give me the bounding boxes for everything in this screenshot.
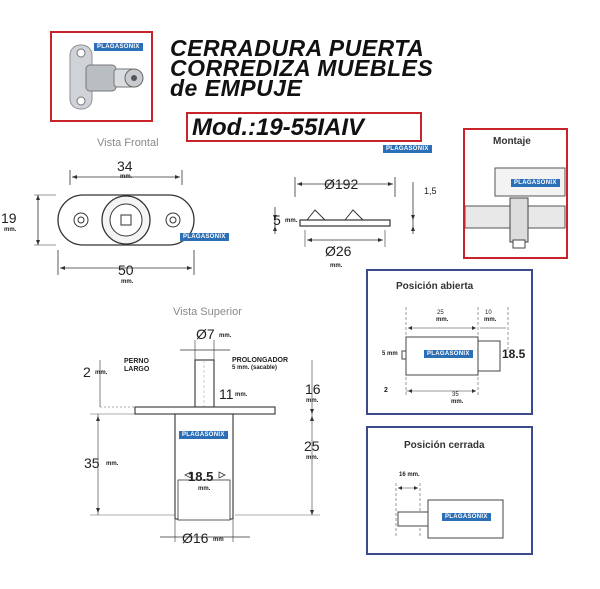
top-dim-diam-bottom: Ø16 xyxy=(182,530,209,546)
brand-tag: PLAGASONIX xyxy=(511,179,560,187)
top-dim-25-unit: mm. xyxy=(306,455,319,461)
top-dim-35: 35 xyxy=(84,455,100,471)
top-dim-2: 2 xyxy=(83,364,91,380)
brand-tag: PLAGASONIX xyxy=(442,513,491,521)
side-dim-left: 5 xyxy=(273,212,281,228)
top-dim-185: 18.5 xyxy=(188,469,214,484)
title-line-1: CERRADURA PUERTA xyxy=(170,35,425,61)
top-dim-diam-top: Ø7 xyxy=(196,326,215,342)
prolongador-line-2: 5 mm. (sacable) xyxy=(232,365,278,371)
lock-photo xyxy=(69,44,144,110)
side-view-drawing xyxy=(273,177,415,247)
side-dim-bottom-unit: mm. xyxy=(330,263,343,269)
brand-tag: PLAGASONIX xyxy=(424,350,473,358)
title-line-2: CORREDIZA MUEBLES xyxy=(170,55,434,81)
top-dim-11-unit: mm. xyxy=(235,392,248,398)
montaje-frame: Montaje PLAGASONIX xyxy=(463,128,568,259)
front-dim-top-unit: mm. xyxy=(120,174,133,180)
open-dim-10: 10 xyxy=(485,310,492,316)
prolongador-line-1: PROLONGADOR xyxy=(232,357,288,364)
open-dim-25: 25 xyxy=(437,310,444,316)
top-dim-diam-bottom-unit: mm xyxy=(213,537,224,543)
brand-tag: PLAGASONIX xyxy=(179,431,228,439)
side-dim-right: 1,5 xyxy=(424,186,437,196)
open-position-frame: Posición abierta 25 mm. 10 mm. 5 mm 18.5… xyxy=(366,269,533,415)
top-dim-35-unit: mm. xyxy=(106,461,119,467)
model-frame xyxy=(186,112,422,142)
open-dim-5: 5 mm xyxy=(382,351,398,357)
front-view-label: Vista Frontal xyxy=(97,137,159,149)
montaje-drawing xyxy=(465,167,566,249)
open-dim-2: 2 xyxy=(384,387,388,394)
open-dim-35: 35 xyxy=(452,392,459,398)
side-dim-left-unit: mm. xyxy=(285,218,298,224)
title-line-3: de EMPUJE xyxy=(170,75,303,101)
open-position-title: Posición abierta xyxy=(396,281,474,292)
front-dim-top: 34 xyxy=(117,158,133,174)
top-dim-25: 25 xyxy=(304,438,320,454)
open-dim-25-unit: mm. xyxy=(436,317,449,323)
closed-position-title: Posición cerrada xyxy=(404,440,485,451)
open-position-drawing xyxy=(401,307,509,396)
open-dim-10-unit: mm. xyxy=(484,317,497,323)
top-view-label: Vista Superior xyxy=(173,306,242,318)
open-dim-185: 18.5 xyxy=(502,347,526,361)
side-dim-bottom: Ø26 xyxy=(325,243,352,259)
product-photo-frame: PLAGASONIX xyxy=(50,31,153,122)
montaje-title: Montaje xyxy=(493,136,531,147)
closed-position-frame: Posición cerrada 16 mm. PLAGASONIX xyxy=(366,426,533,555)
top-dim-16-unit: mm. xyxy=(306,398,319,404)
front-dim-left: 19 xyxy=(1,210,17,226)
front-dim-left-unit: mm. xyxy=(4,227,17,233)
top-dim-2-unit: mm. xyxy=(95,370,108,376)
top-dim-16: 16 xyxy=(305,381,321,397)
front-view-drawing xyxy=(34,170,195,275)
open-dim-35-unit: mm. xyxy=(451,399,464,405)
top-dim-diam-top-unit: mm. xyxy=(219,333,232,339)
brand-tag: PLAGASONIX xyxy=(383,145,432,153)
closed-dim-16: 16 mm. xyxy=(399,472,420,478)
brand-tag: PLAGASONIX xyxy=(180,233,229,241)
top-dim-185-unit: mm. xyxy=(198,486,211,492)
brand-tag: PLAGASONIX xyxy=(94,43,143,51)
front-dim-bottom-unit: mm. xyxy=(121,279,134,285)
front-dim-bottom: 50 xyxy=(118,262,134,278)
perno-line-2: LARGO xyxy=(124,366,150,373)
side-dim-top: Ø192 xyxy=(324,176,359,192)
top-dim-11: 11 xyxy=(219,386,234,402)
closed-position-drawing xyxy=(395,483,504,539)
model-label: Mod.:19-55IAIV xyxy=(192,114,365,141)
perno-line-1: PERNO xyxy=(124,358,149,365)
